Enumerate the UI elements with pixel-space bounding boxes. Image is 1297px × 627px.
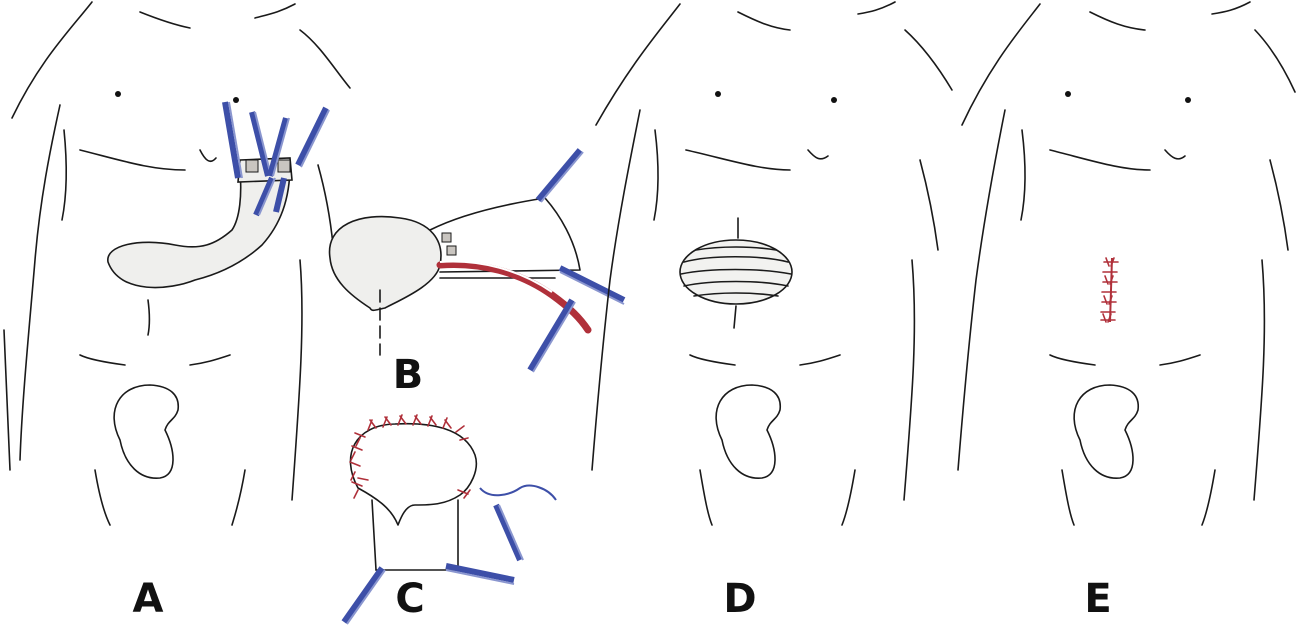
stomach-a [108, 158, 292, 288]
panel-c: C [344, 415, 556, 624]
scrotum-e [1074, 385, 1138, 478]
hernia-sac-b2 [447, 246, 456, 255]
panel-label-e: E [1084, 576, 1111, 622]
body-outline-e [958, 2, 1295, 525]
clamp-icon [298, 108, 329, 167]
panel-d: D [592, 2, 952, 622]
mesh-patch-d [680, 240, 792, 304]
hernia-sac-b1 [442, 233, 451, 242]
nipple-left-a [115, 91, 121, 97]
nipple-right-e [1185, 97, 1191, 103]
clamp-icon [530, 300, 575, 372]
panel-a: A [4, 2, 350, 622]
nipple-right-d [831, 97, 837, 103]
clamp-icon [446, 566, 514, 584]
panel-label-d: D [723, 576, 756, 622]
nipple-left-e [1065, 91, 1071, 97]
incision-suture-e [1101, 258, 1118, 322]
nipple-right-a [233, 97, 239, 103]
panel-label-a: A [133, 576, 164, 622]
suture-thread-c [480, 486, 556, 500]
suture-line-c [350, 415, 470, 498]
scrotum-a [114, 385, 178, 478]
panel-e: E [958, 2, 1295, 622]
panel-label-c: C [395, 576, 424, 622]
scrotum-d [716, 385, 780, 478]
sac-b [330, 217, 441, 311]
clamp-icon [538, 150, 583, 202]
midline-bottom-d [734, 306, 736, 328]
clamp-icon [496, 505, 523, 560]
clamp-icon [225, 102, 242, 178]
hernia-sac-a [246, 160, 258, 172]
panel-label-b: B [393, 352, 424, 398]
clamp-icon [344, 568, 385, 624]
nipple-left-d [715, 91, 721, 97]
panel-b: B [330, 150, 624, 398]
hernia-sac-b [278, 160, 290, 172]
